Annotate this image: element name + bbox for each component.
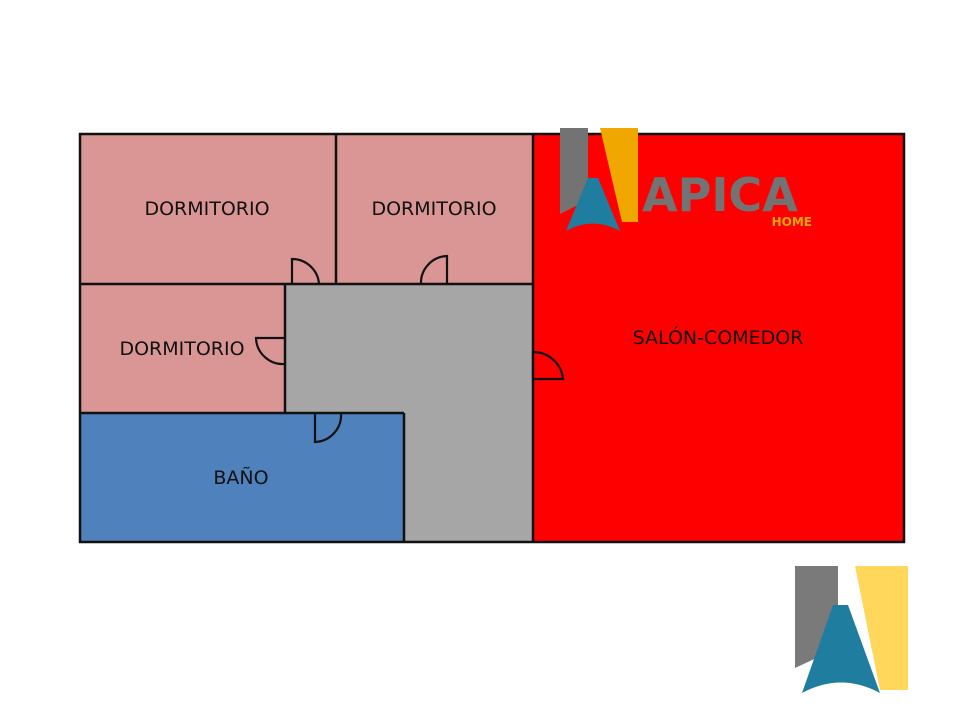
room-dormitorio-3 bbox=[80, 284, 285, 413]
label-bano: BAÑO bbox=[213, 466, 268, 489]
apica-logo-icon bbox=[795, 566, 908, 693]
room-bano bbox=[80, 413, 404, 542]
logo-brand-text: APICA bbox=[642, 168, 798, 222]
label-dormitorio-3: DORMITORIO bbox=[119, 338, 244, 360]
door-salon bbox=[531, 350, 565, 381]
logo-tagline-text: HOME bbox=[772, 215, 812, 229]
logo-gold-bar bbox=[600, 128, 638, 222]
walls bbox=[78, 132, 906, 544]
watermark-gold-bar bbox=[855, 566, 908, 690]
logo-gray-bar bbox=[560, 128, 588, 214]
logo-a-icon bbox=[566, 178, 620, 231]
door-bano bbox=[313, 412, 343, 444]
label-salon-comedor: SALÓN-COMEDOR bbox=[633, 325, 804, 349]
label-dormitorio-2: DORMITORIO bbox=[371, 198, 496, 220]
door-dormitorio-1 bbox=[290, 257, 321, 285]
watermark-a-shape bbox=[802, 605, 880, 693]
door-dormitorio-3 bbox=[254, 336, 286, 366]
door-dormitorio-2 bbox=[419, 254, 449, 285]
label-dormitorio-1: DORMITORIO bbox=[144, 198, 269, 220]
apica-home-logo: APICA HOME bbox=[560, 128, 812, 231]
